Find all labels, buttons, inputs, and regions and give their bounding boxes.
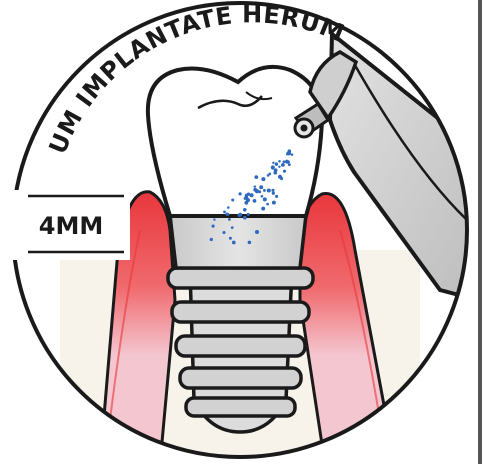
spray-dot	[268, 173, 271, 176]
spray-dot	[283, 170, 286, 173]
spray-dot	[247, 193, 250, 196]
spray-dot	[261, 177, 265, 181]
spray-dot	[263, 197, 267, 201]
spray-dot	[287, 151, 291, 155]
dental-implant-icon	[168, 268, 313, 432]
spray-dot	[261, 195, 264, 198]
spray-dot	[272, 201, 276, 205]
spray-dot	[253, 199, 257, 203]
spray-dot	[244, 197, 247, 200]
spray-dot	[212, 225, 215, 228]
spray-dot	[275, 195, 278, 198]
spray-dot	[273, 171, 277, 175]
spray-dot	[243, 208, 247, 212]
spray-dot	[250, 193, 254, 197]
spray-dot	[288, 163, 291, 166]
spray-dot	[255, 230, 259, 234]
right-edge-bar	[478, 0, 482, 464]
spray-dot	[280, 177, 283, 180]
spray-dot	[255, 189, 259, 193]
spray-dot	[247, 213, 250, 216]
spray-dot	[285, 160, 289, 164]
spray-dot	[272, 192, 275, 195]
spray-dot	[227, 213, 230, 216]
measurement-marker: 4MM	[0, 190, 130, 260]
spray-dot	[278, 160, 281, 163]
spray-dot	[232, 241, 236, 245]
spray-dot	[266, 203, 269, 206]
spray-dot	[263, 189, 266, 192]
spray-dot	[283, 160, 286, 163]
spray-dot	[210, 238, 213, 241]
spray-dot	[243, 216, 247, 220]
spray-dot	[246, 198, 250, 202]
spray-dot	[248, 241, 252, 245]
spray-dot	[231, 226, 234, 229]
spray-dot	[254, 185, 256, 187]
spray-dot	[227, 206, 230, 209]
measurement-label: 4MM	[39, 212, 103, 240]
spray-dot	[228, 218, 231, 221]
spray-dot	[223, 210, 226, 213]
spray-dot	[238, 213, 242, 217]
spray-dot	[259, 185, 263, 189]
spray-dot	[272, 162, 274, 164]
spray-dot	[222, 231, 225, 234]
spray-dot	[267, 188, 271, 192]
spray-dot	[278, 166, 280, 168]
spray-dot	[275, 162, 278, 165]
tooth-crown	[148, 67, 322, 216]
spray-dot	[291, 153, 294, 156]
spray-dot	[213, 218, 215, 220]
spray-dot	[254, 175, 258, 179]
implant-collar	[170, 215, 306, 268]
spray-dot	[281, 163, 285, 167]
spray-dot	[229, 237, 232, 240]
spray-dot	[238, 192, 241, 195]
spray-dot	[261, 207, 265, 211]
spray-dot	[231, 198, 234, 201]
spray-dot	[271, 189, 274, 192]
